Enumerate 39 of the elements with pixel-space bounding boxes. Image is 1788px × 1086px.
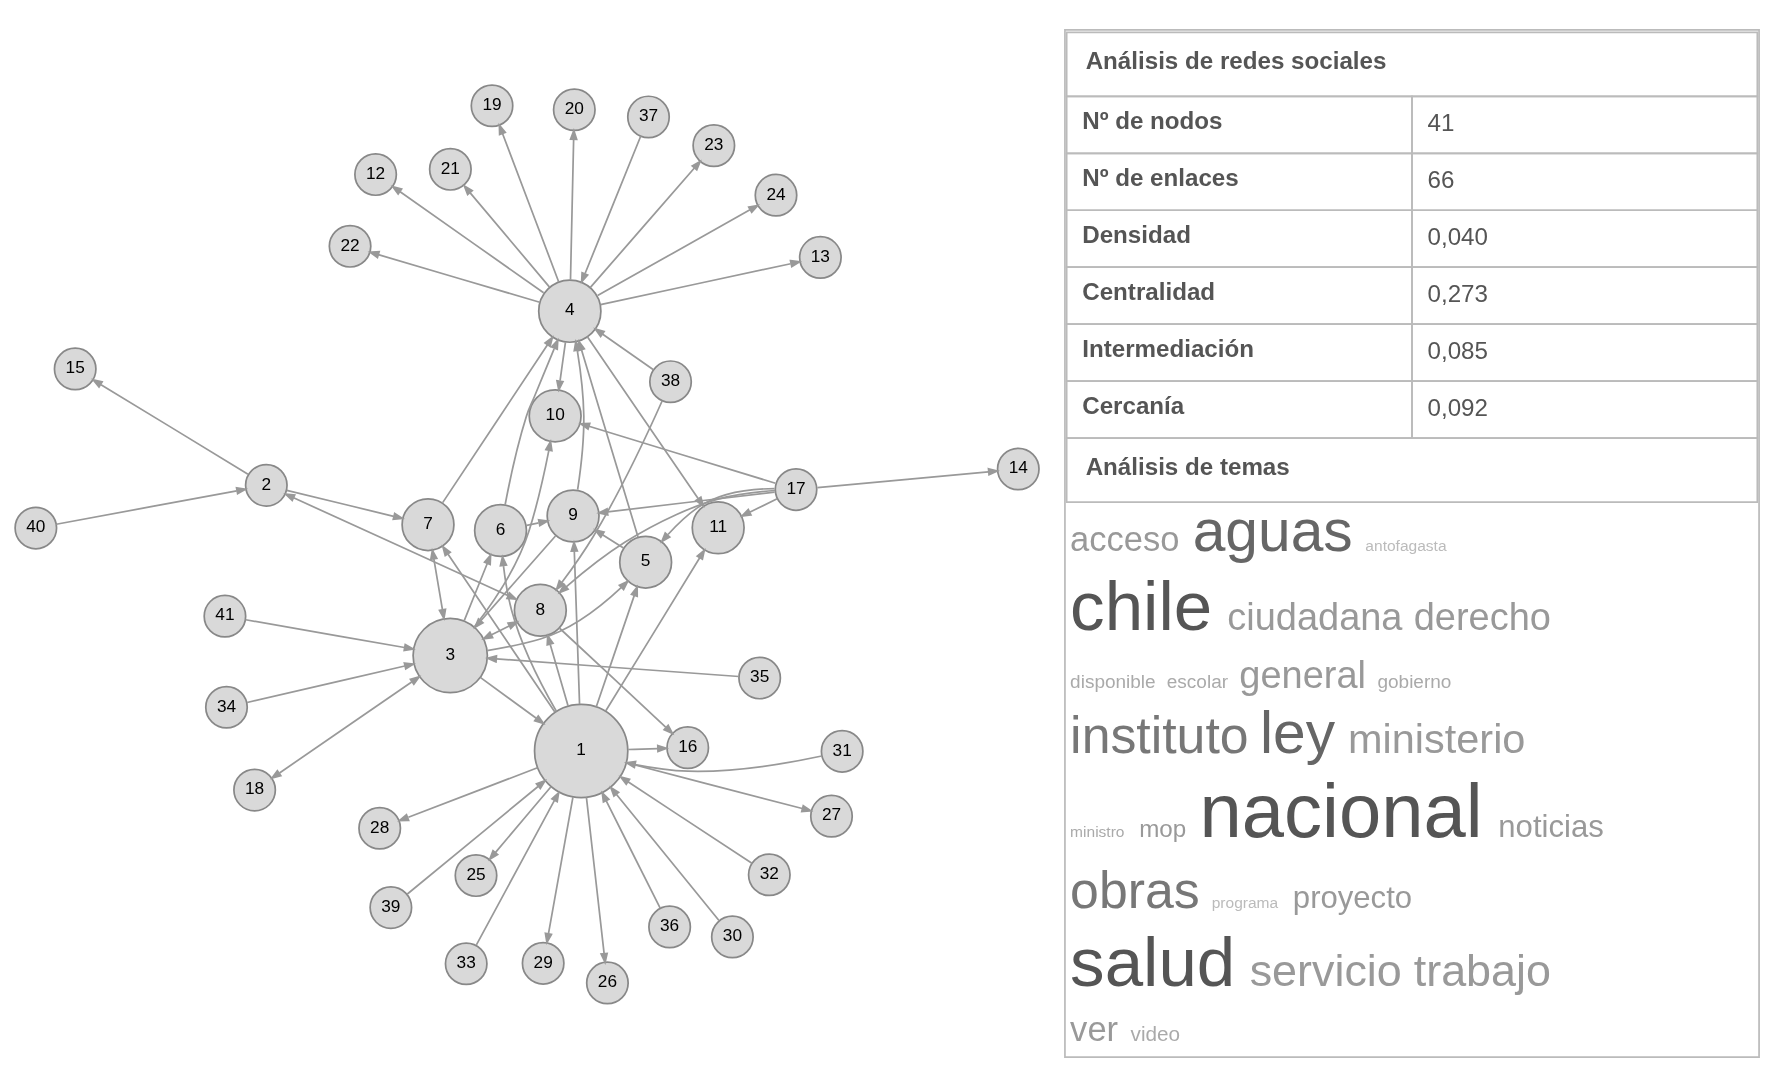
label: ministerio <box>1348 714 1526 762</box>
label: chile <box>1070 566 1213 645</box>
label: mop <box>1139 814 1187 842</box>
label: ministro <box>1070 822 1125 840</box>
label: Cercanía <box>1082 391 1185 419</box>
label: ciudadana <box>1227 595 1403 638</box>
label: 41 <box>1427 108 1455 136</box>
label: derecho <box>1413 595 1551 638</box>
label: nacional <box>1199 767 1483 853</box>
label: video <box>1130 1021 1181 1045</box>
label: antofagasta <box>1365 536 1447 554</box>
label: Intermediación <box>1082 334 1255 362</box>
label: 0,040 <box>1427 222 1488 250</box>
label: Nº de enlaces <box>1082 163 1239 191</box>
label: escolar <box>1166 670 1229 692</box>
label: disponible <box>1070 670 1156 692</box>
label: acceso <box>1070 519 1180 558</box>
label: 0,092 <box>1427 393 1488 421</box>
label: 0,273 <box>1427 279 1488 307</box>
label: Análisis de temas <box>1085 452 1290 480</box>
label: instituto <box>1070 705 1249 764</box>
label: general <box>1239 653 1367 696</box>
label: salud <box>1070 922 1236 1001</box>
label: Centralidad <box>1082 277 1216 305</box>
label: noticias <box>1498 808 1604 844</box>
label: programa <box>1211 893 1279 911</box>
label: trabajo <box>1413 944 1551 996</box>
label: Nº de nodos <box>1082 106 1223 134</box>
label: obras <box>1070 860 1200 919</box>
label: aguas <box>1192 497 1353 563</box>
label: ver <box>1070 1009 1119 1048</box>
label: gobierno <box>1377 670 1452 692</box>
label: Análisis de redes sociales <box>1085 46 1387 74</box>
label: 66 <box>1427 165 1455 193</box>
label: Densidad <box>1082 220 1191 248</box>
label: servicio <box>1249 944 1402 996</box>
label: 0,085 <box>1427 336 1488 364</box>
label: proyecto <box>1292 879 1413 915</box>
label: ley <box>1260 699 1336 765</box>
